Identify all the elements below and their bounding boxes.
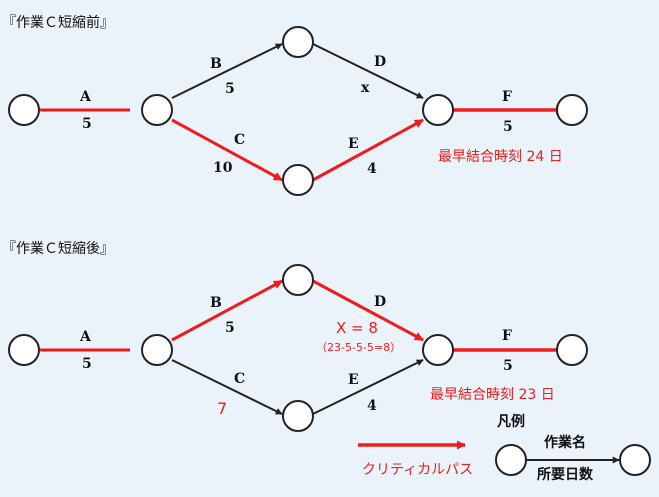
after-title: 『作業Ｃ短縮後』 <box>2 241 114 257</box>
before-earliest-label: 最早結合時刻 24 日 <box>438 149 563 165</box>
before-b-name: B <box>210 56 222 72</box>
after-edge-e <box>312 359 424 415</box>
before-node-6 <box>556 94 588 126</box>
before-c-duration: 10 <box>213 160 233 176</box>
before-node-5 <box>422 94 454 126</box>
after-a-name: A <box>79 329 92 345</box>
after-node-6 <box>556 334 588 366</box>
legend-critical-label: クリティカルパス <box>362 462 473 478</box>
legend-duration: 所要日数 <box>537 466 594 483</box>
legend: 凡例 クリティカルパス 作業名 所要日数 <box>358 413 651 483</box>
before-edge-b <box>171 43 283 99</box>
after-f-name: F <box>502 328 512 344</box>
legend-task-name: 作業名 <box>544 434 586 451</box>
after-a-duration: 5 <box>82 356 92 372</box>
legend-title: 凡例 <box>497 413 525 430</box>
before-edge-d <box>312 43 424 99</box>
before-edge-e <box>312 118 424 182</box>
after-f-duration: 5 <box>503 358 513 374</box>
after-node-4 <box>282 400 314 432</box>
after-e-duration: 4 <box>367 398 377 414</box>
before-b-duration: 5 <box>225 81 235 97</box>
before-edge-c <box>171 118 283 182</box>
after-edge-d <box>312 279 424 342</box>
before-node-3 <box>282 26 314 58</box>
before-f-name: F <box>502 89 512 105</box>
before-a-duration: 5 <box>82 116 92 132</box>
before-title: 『作業Ｃ短縮前』 <box>2 14 114 31</box>
before-node-1 <box>8 94 40 126</box>
before-e-duration: 4 <box>367 161 377 177</box>
after-edge-b <box>171 279 283 342</box>
after-b-name: B <box>210 295 222 311</box>
after-node-1 <box>8 334 40 366</box>
before-node-2 <box>141 94 173 126</box>
after-x-value: X = 8 <box>336 319 378 337</box>
after-b-duration: 5 <box>225 320 235 336</box>
after-node-3 <box>282 264 314 296</box>
after-d-name: D <box>374 294 386 310</box>
after-earliest-label: 最早結合時刻 23 日 <box>430 387 555 403</box>
after-e-name: E <box>348 372 359 388</box>
after-c-duration: 7 <box>217 399 227 418</box>
before-c-name: C <box>234 132 245 148</box>
before-d-name: D <box>374 54 386 70</box>
before-f-duration: 5 <box>503 119 513 135</box>
after-edge-c <box>171 359 283 415</box>
after-node-2 <box>141 334 173 366</box>
after-c-name: C <box>234 371 245 387</box>
before-node-4 <box>282 164 314 196</box>
after-node-5 <box>422 334 454 366</box>
legend-node-start <box>495 444 527 476</box>
before-d-duration: x <box>361 80 370 96</box>
before-e-name: E <box>348 136 359 152</box>
legend-node-end <box>619 444 651 476</box>
before-a-name: A <box>79 89 92 105</box>
after-x-calc: （23-5-5-5=8） <box>316 341 401 354</box>
